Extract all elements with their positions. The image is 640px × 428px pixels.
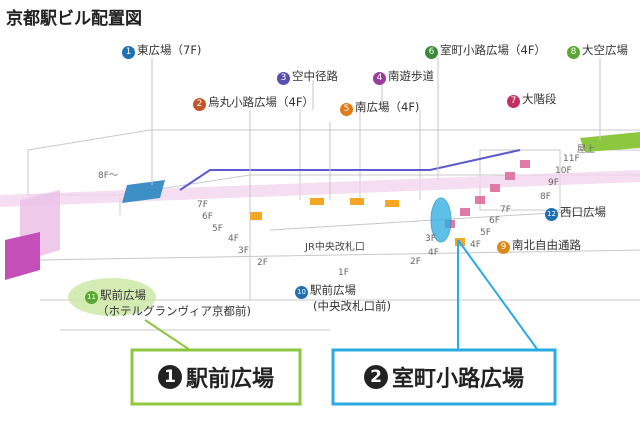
marker-7: 7: [507, 95, 520, 108]
floor-label: 7F: [197, 200, 208, 210]
floor-label: 9F: [548, 178, 559, 188]
floor-label: 5F: [480, 228, 491, 238]
marker-4: 4: [373, 72, 386, 85]
floor-label: 6F: [202, 212, 213, 222]
floor-label: 8F: [540, 192, 551, 202]
floor-label: 4F: [470, 240, 481, 250]
floor-label: 2F: [410, 257, 421, 267]
floor-label: 6F: [489, 216, 500, 226]
floor-label: 1F: [338, 268, 349, 278]
marker-10: 10: [295, 286, 308, 299]
marker-8: 8: [567, 46, 580, 59]
floor-label: 3F: [425, 234, 436, 244]
floor-label: 3F: [238, 246, 249, 256]
floor-label: 屋上: [577, 145, 596, 155]
floor-label: 4F: [428, 248, 439, 258]
floor-label: 10F: [555, 166, 572, 176]
floor-label: 8F～: [98, 171, 118, 181]
marker-5: 5: [340, 103, 353, 116]
floor-label: 7F: [500, 205, 511, 215]
floor-label: 2F: [257, 258, 268, 268]
marker-2: 2: [193, 98, 206, 111]
floor-label: 11F: [563, 154, 580, 164]
marker-9: 9: [497, 241, 510, 254]
marker-1: 1: [122, 46, 135, 59]
marker-12: 12: [545, 208, 558, 221]
marker-11: 11: [85, 291, 98, 304]
floor-label: 4F: [228, 234, 239, 244]
floor-label: 5F: [212, 224, 223, 234]
page-title: 京都駅ビル配置図: [6, 9, 142, 29]
marker-3: 3: [277, 72, 290, 85]
jr-central-gate-label: JR中央改札口: [305, 242, 365, 253]
marker-6: 6: [425, 46, 438, 59]
